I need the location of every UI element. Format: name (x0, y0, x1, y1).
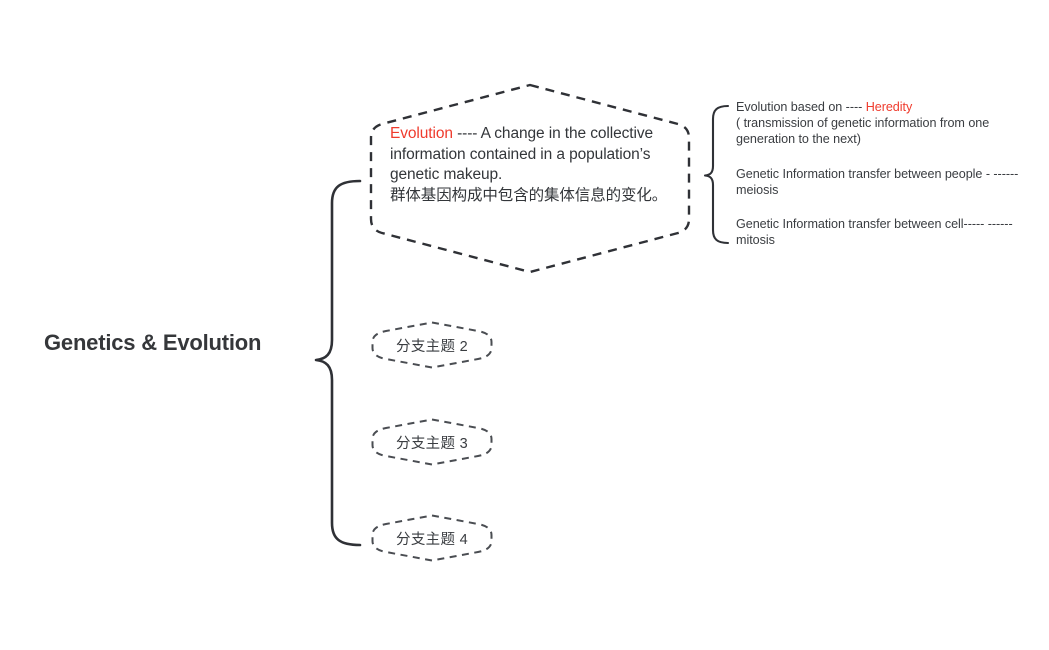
note-1-line1-pre: Evolution based on ---- (736, 100, 866, 114)
note-1-line2: ( transmission of genetic information fr… (736, 115, 990, 146)
note-2-line1: Genetic Information transfer between peo… (736, 167, 1019, 197)
branch-4-hexagon-outline (371, 514, 493, 562)
main-node-body-cn: 群体基因构成中包含的集体信息的变化。 (390, 186, 668, 204)
note-1-keyword: Heredity (865, 100, 913, 114)
branch-topic-node-3[interactable]: 分支主题 3 (370, 417, 494, 467)
main-node-text: Evolution ---- A change in the collectiv… (390, 124, 672, 206)
main-node-hexagon-outline (369, 83, 691, 274)
branch-2-label: 分支主题 2 (396, 338, 468, 355)
main-topic-node[interactable]: Evolution ---- A change in the collectiv… (368, 82, 692, 275)
main-node-keyword: Evolution (390, 125, 453, 142)
branch-4-label: 分支主题 4 (396, 531, 468, 548)
note-meiosis[interactable]: Genetic Information transfer between peo… (736, 167, 1036, 199)
note-mitosis[interactable]: Genetic Information transfer between cel… (736, 217, 1036, 249)
branch-topic-node-4[interactable]: 分支主题 4 (370, 513, 494, 563)
branch-topic-node-2[interactable]: 分支主题 2 (370, 320, 494, 370)
note-heredity[interactable]: Evolution based on ---- Heredity ( trans… (736, 100, 1036, 147)
branch-2-hexagon-outline (371, 321, 493, 369)
note-3-line1: Genetic Information transfer between cel… (736, 217, 1013, 247)
branch-3-label: 分支主题 3 (396, 435, 468, 452)
branch-3-hexagon-outline (371, 418, 493, 466)
main-node-body: ---- A change in the collective informat… (390, 125, 653, 183)
root-topic-label[interactable]: Genetics & Evolution (44, 330, 262, 355)
